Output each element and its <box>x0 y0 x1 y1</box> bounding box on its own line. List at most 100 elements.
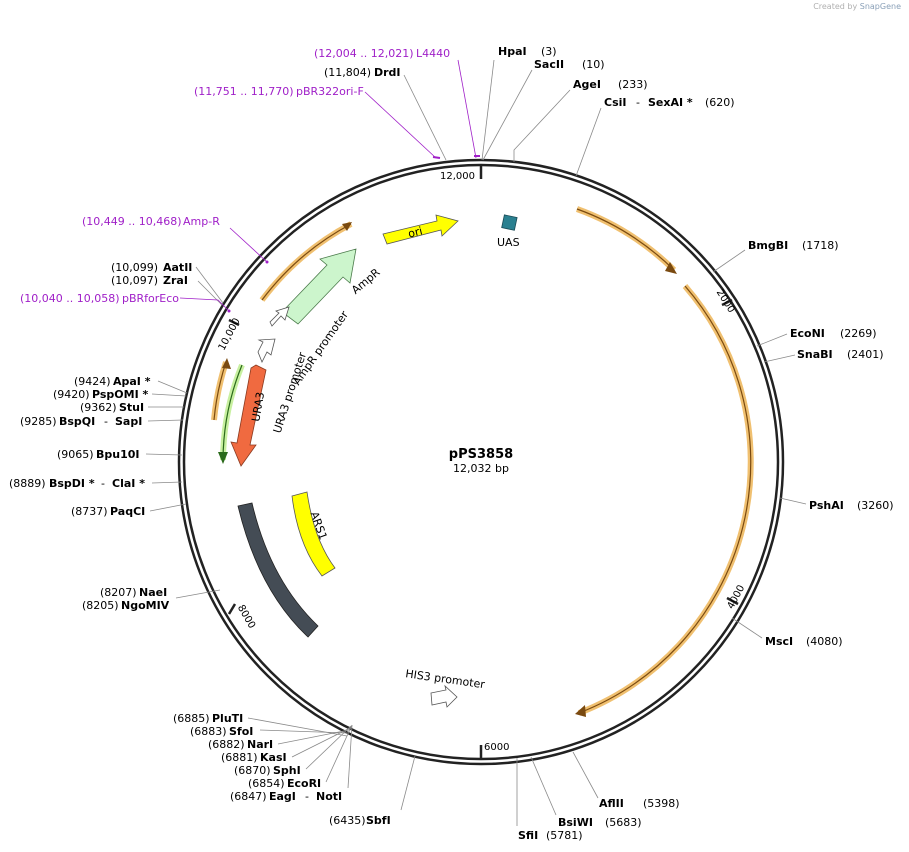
ura3-feature[interactable] <box>230 364 267 467</box>
enzyme-eagi[interactable]: EagI <box>269 790 296 803</box>
tick-2000 <box>721 298 733 307</box>
orf-arc-2[interactable] <box>577 284 754 716</box>
enzyme-bspqi-sep: - <box>104 415 108 428</box>
enzyme-bsiwi-pos: (5683) <box>605 816 642 829</box>
primer-pbrforeco-mark <box>227 309 231 313</box>
uas-feature[interactable] <box>501 214 518 231</box>
tick-label-10000: 10,000 <box>217 317 243 353</box>
leader-eagi <box>347 724 353 789</box>
enzyme-pshai[interactable]: PshAI <box>809 499 844 512</box>
enzyme-apai[interactable]: ApaI * <box>113 375 151 388</box>
enzyme-pspomi[interactable]: PspOMI * <box>92 388 149 401</box>
primer-pbrforeco-range: (10,040 .. 10,058) <box>20 292 120 305</box>
enzyme-csii[interactable]: CsiI <box>604 96 626 109</box>
enzyme-kasi[interactable]: KasI <box>260 751 287 764</box>
ampr-label: AmpR <box>349 266 383 297</box>
enzyme-stui[interactable]: StuI <box>119 401 144 414</box>
enzyme-bmgbi[interactable]: BmgBI <box>748 239 788 252</box>
enzyme-pshai-pos: (3260) <box>857 499 894 512</box>
cen-ars-feature[interactable] <box>237 502 319 638</box>
enzyme-sfii[interactable]: SfiI <box>518 829 538 842</box>
enzyme-msci-pos: (4080) <box>806 635 843 648</box>
enzyme-clai[interactable]: ClaI * <box>112 477 145 490</box>
enzyme-bpu10i-pos: (9065) <box>57 448 94 461</box>
orf-arc-4[interactable] <box>211 361 229 421</box>
enzyme-pspomi-pos: (9420) <box>53 388 90 401</box>
enzyme-leaders <box>145 59 807 826</box>
primer-pbrforeco[interactable]: pBRforEco <box>122 292 179 305</box>
enzyme-msci[interactable]: MscI <box>765 635 793 648</box>
green-arc-line <box>222 364 243 461</box>
enzyme-bspdi-sep: - <box>101 477 105 490</box>
leader-snabi <box>763 354 796 363</box>
enzyme-bspqi[interactable]: BspQI <box>59 415 95 428</box>
enzyme-ecori[interactable]: EcoRI <box>287 777 321 790</box>
enzyme-sapi[interactable]: SapI <box>115 415 142 428</box>
enzyme-sacii[interactable]: SacII <box>534 58 564 71</box>
ura3-label: URA3 <box>249 391 267 423</box>
enzyme-agei[interactable]: AgeI <box>573 78 601 91</box>
ori-label: ori <box>407 224 424 240</box>
enzyme-naei[interactable]: NaeI <box>139 586 167 599</box>
primer-pbr322ori[interactable]: pBR322ori-F <box>296 85 364 98</box>
leader-sacii <box>482 69 533 161</box>
enzyme-sexai[interactable]: SexAI * <box>648 96 693 109</box>
leader-bsiwi <box>530 756 557 816</box>
enzyme-econi[interactable]: EcoNI <box>790 327 825 340</box>
credit-prefix: Created by <box>813 2 858 11</box>
leader-naei <box>175 589 221 599</box>
enzyme-sbfi[interactable]: SbfI <box>366 814 391 827</box>
enzyme-bsiwi[interactable]: BsiWI <box>558 816 593 829</box>
enzyme-bspdi[interactable]: BspDI * <box>49 477 95 490</box>
enzyme-sfii-pos: (5781) <box>546 829 583 842</box>
enzyme-aflii[interactable]: AflII <box>599 797 624 810</box>
ura3-promoter-feature[interactable] <box>257 338 276 363</box>
enzyme-sphi[interactable]: SphI <box>273 764 301 777</box>
backbone-outer <box>177 158 785 766</box>
enzyme-snabi[interactable]: SnaBI <box>797 348 833 361</box>
enzyme-ngomiv[interactable]: NgoMIV <box>121 599 170 612</box>
enzyme-zrai[interactable]: ZraI <box>163 274 188 287</box>
ori-feature[interactable] <box>382 214 459 245</box>
leader-sfoi <box>259 729 349 734</box>
primer-ampr-range: (10,449 .. 10,468) <box>82 215 182 228</box>
enzyme-hpai[interactable]: HpaI <box>498 45 527 58</box>
tick-label-6000: 6000 <box>484 742 509 753</box>
leader-econi <box>756 333 788 347</box>
leader-agei <box>513 89 571 162</box>
leader-bpu10i <box>145 453 183 456</box>
leader-hpai <box>481 59 495 161</box>
enzyme-sfoi[interactable]: SfoI <box>229 725 253 738</box>
primer-ampr-mark <box>265 260 269 264</box>
leader-csii <box>575 107 602 177</box>
enzyme-aatii-pos: (10,099) <box>111 261 158 274</box>
tick-8000 <box>227 603 237 615</box>
ampr-promoter-feature[interactable] <box>269 306 290 327</box>
enzyme-pluti[interactable]: PluTI <box>212 712 243 725</box>
enzyme-aatii[interactable]: AatII <box>163 261 192 274</box>
tick-label-12000: 12,000 <box>440 171 475 182</box>
leader-zrai <box>197 280 223 306</box>
enzyme-nari[interactable]: NarI <box>247 738 273 751</box>
enzyme-bpu10i[interactable]: Bpu10I <box>96 448 140 461</box>
enzyme-agei-pos: (233) <box>618 78 648 91</box>
primer-l4440[interactable]: L4440 <box>416 47 450 60</box>
enzyme-bmgbi-pos: (1718) <box>802 239 839 252</box>
leader-pshai <box>779 497 807 505</box>
leader-msci <box>731 617 763 639</box>
ampr-feature[interactable] <box>281 248 357 325</box>
ars1-feature[interactable] <box>291 491 336 577</box>
leader-bspdi <box>151 481 183 484</box>
enzyme-paqci[interactable]: PaqCI <box>110 505 145 518</box>
uas-label: UAS <box>497 236 520 249</box>
orf-arc-1-line <box>576 208 675 271</box>
primer-ampr[interactable]: Amp-R <box>183 215 220 228</box>
enzyme-noti[interactable]: NotI <box>316 790 342 803</box>
enzyme-drdi[interactable]: DrdI <box>374 66 401 79</box>
orf-arc-2-line <box>578 285 752 714</box>
primer-leaders <box>179 59 480 313</box>
his3-promoter-feature[interactable] <box>430 684 458 708</box>
snapgene-credit: Created by SnapGene <box>813 2 901 11</box>
plasmid-size: 12,032 bp <box>453 462 509 475</box>
primer-pbr322ori-range: (11,751 .. 11,770) <box>194 85 294 98</box>
